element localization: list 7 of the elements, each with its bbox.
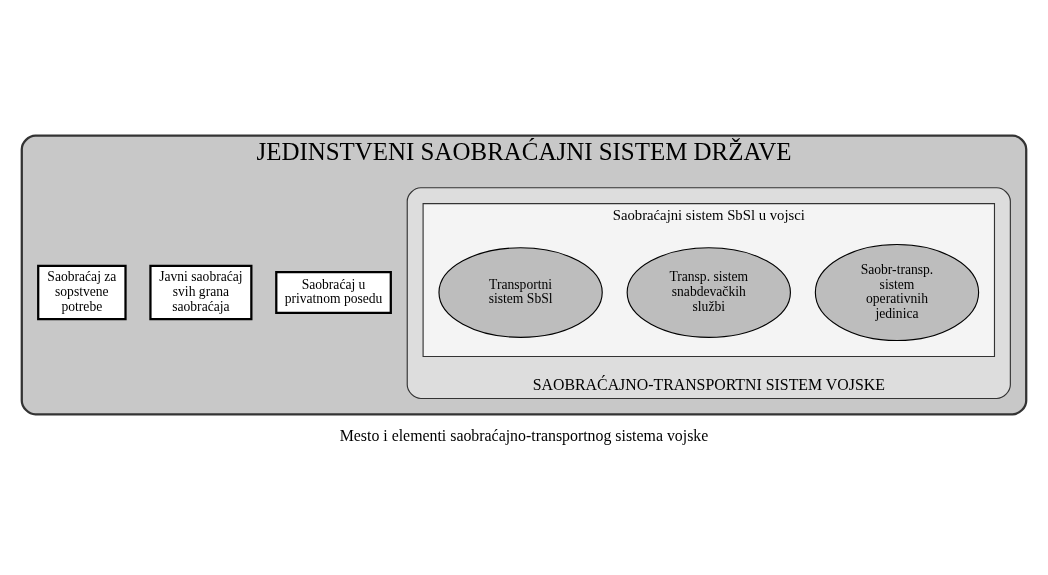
node-box: Saobraćaj u privatnom posedu: [275, 270, 392, 314]
node-ellipse: Transportni sistem SbSl: [438, 246, 603, 338]
node-ellipse: Transp. sistem snabdevačkih službi: [626, 246, 791, 338]
caption: Mesto i elementi saobraćajno-transportnog sistema vojske: [339, 426, 709, 444]
node-box: Saobraćaj za sopstvene potrebe: [37, 264, 127, 320]
node-ellipse: Saobr-transp. sistem operativnih jedinica: [814, 243, 980, 341]
node-box: Javni saobraćaj svih grana saobraćaja: [149, 264, 253, 320]
